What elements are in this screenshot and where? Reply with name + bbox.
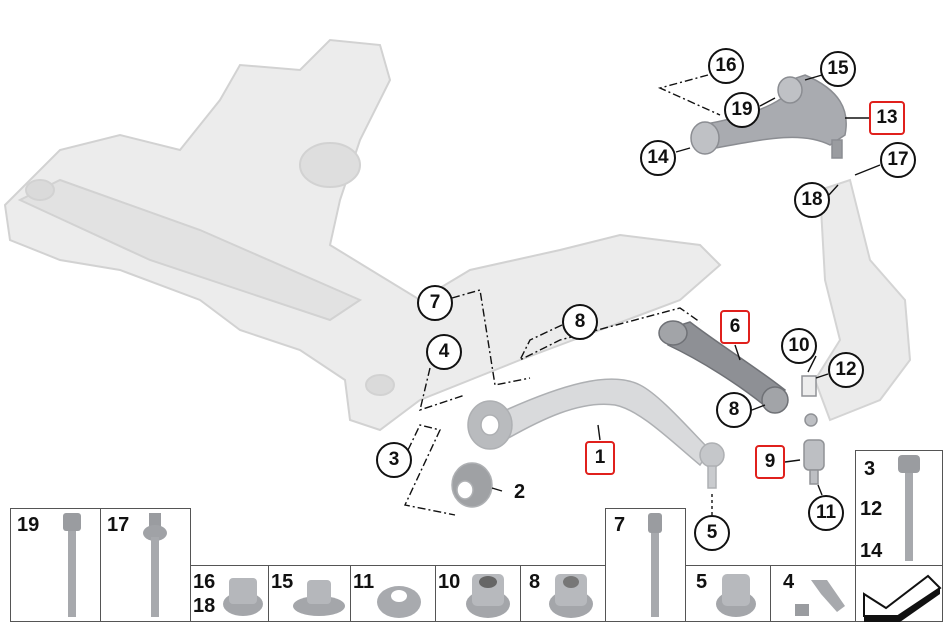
hardware-cell-15[interactable]: 15 bbox=[268, 565, 351, 622]
callout-5[interactable]: 5 bbox=[694, 515, 730, 551]
callout-16[interactable]: 16 bbox=[708, 48, 744, 84]
hardware-cell-5[interactable]: 5 bbox=[685, 565, 771, 622]
part-number: 18 bbox=[193, 595, 216, 617]
callout-2[interactable]: 2 bbox=[514, 481, 526, 503]
callout-4[interactable]: 4 bbox=[426, 334, 462, 370]
part-number: 8 bbox=[529, 571, 541, 593]
hardware-cell-7[interactable]: 7 bbox=[605, 508, 686, 622]
part-number: 3 bbox=[864, 458, 876, 480]
wishbone-arm bbox=[451, 378, 725, 508]
hardware-cell-17[interactable]: 17 bbox=[100, 508, 191, 622]
callout-3[interactable]: 3 bbox=[376, 442, 412, 478]
part-number: 10 bbox=[438, 571, 461, 593]
part-number: 17 bbox=[107, 514, 130, 536]
callout-11[interactable]: 11 bbox=[808, 495, 844, 531]
part-number: 5 bbox=[696, 571, 708, 593]
part-number: 12 bbox=[860, 498, 883, 520]
part-number: 16 bbox=[193, 571, 216, 593]
hardware-cell-11[interactable]: 11 bbox=[350, 565, 436, 622]
callout-1-highlighted[interactable]: 1 bbox=[585, 441, 615, 475]
callout-9-highlighted[interactable]: 9 bbox=[755, 445, 785, 479]
tension-strut bbox=[658, 320, 789, 414]
hardware-cell-16-18[interactable]: 16 18 bbox=[190, 565, 269, 622]
ball-joint bbox=[801, 375, 825, 485]
part-number: 4 bbox=[783, 571, 795, 593]
part-number: 19 bbox=[17, 514, 40, 536]
nut-icon bbox=[716, 574, 756, 617]
orientation-arrow-cell bbox=[855, 565, 943, 622]
bolt-icon bbox=[648, 513, 662, 617]
callout-17[interactable]: 17 bbox=[880, 142, 916, 178]
callout-7[interactable]: 7 bbox=[417, 285, 453, 321]
arrow-icon bbox=[863, 574, 942, 622]
callout-8[interactable]: 8 bbox=[562, 304, 598, 340]
nut-icon bbox=[549, 574, 593, 618]
callout-15[interactable]: 15 bbox=[820, 51, 856, 87]
collar-nut-icon bbox=[377, 586, 421, 618]
splined-bolt-icon bbox=[143, 513, 167, 617]
callout-6-highlighted[interactable]: 6 bbox=[720, 310, 750, 344]
nut-icon bbox=[466, 574, 510, 618]
hardware-cell-4[interactable]: 4 bbox=[770, 565, 856, 622]
steering-knuckle bbox=[813, 178, 912, 422]
callout-13-highlighted[interactable]: 13 bbox=[869, 101, 905, 135]
part-number: 15 bbox=[271, 571, 294, 593]
upper-control-arm bbox=[690, 74, 847, 159]
leader-lines bbox=[403, 74, 881, 516]
callout-14[interactable]: 14 bbox=[640, 140, 676, 176]
part-number: 14 bbox=[860, 540, 883, 562]
callout-19[interactable]: 19 bbox=[724, 92, 760, 128]
nut-washer-icon bbox=[293, 580, 345, 616]
clip-icon bbox=[795, 580, 845, 616]
nut-icon bbox=[223, 578, 263, 616]
hardware-cell-10[interactable]: 10 bbox=[435, 565, 521, 622]
callout-12[interactable]: 12 bbox=[828, 352, 864, 388]
hardware-cell-8[interactable]: 8 bbox=[520, 565, 606, 622]
hardware-cell-19[interactable]: 19 bbox=[10, 508, 101, 622]
front-subframe bbox=[3, 38, 722, 432]
hardware-cell-3-12-14[interactable]: 3 12 14 bbox=[855, 450, 943, 566]
bolt-icon bbox=[898, 455, 920, 561]
part-number: 7 bbox=[614, 514, 626, 536]
callout-10[interactable]: 10 bbox=[781, 328, 817, 364]
callout-18[interactable]: 18 bbox=[794, 182, 830, 218]
bolt-icon bbox=[63, 513, 81, 617]
callout-8-lower[interactable]: 8 bbox=[716, 392, 752, 428]
part-number: 11 bbox=[353, 571, 375, 593]
